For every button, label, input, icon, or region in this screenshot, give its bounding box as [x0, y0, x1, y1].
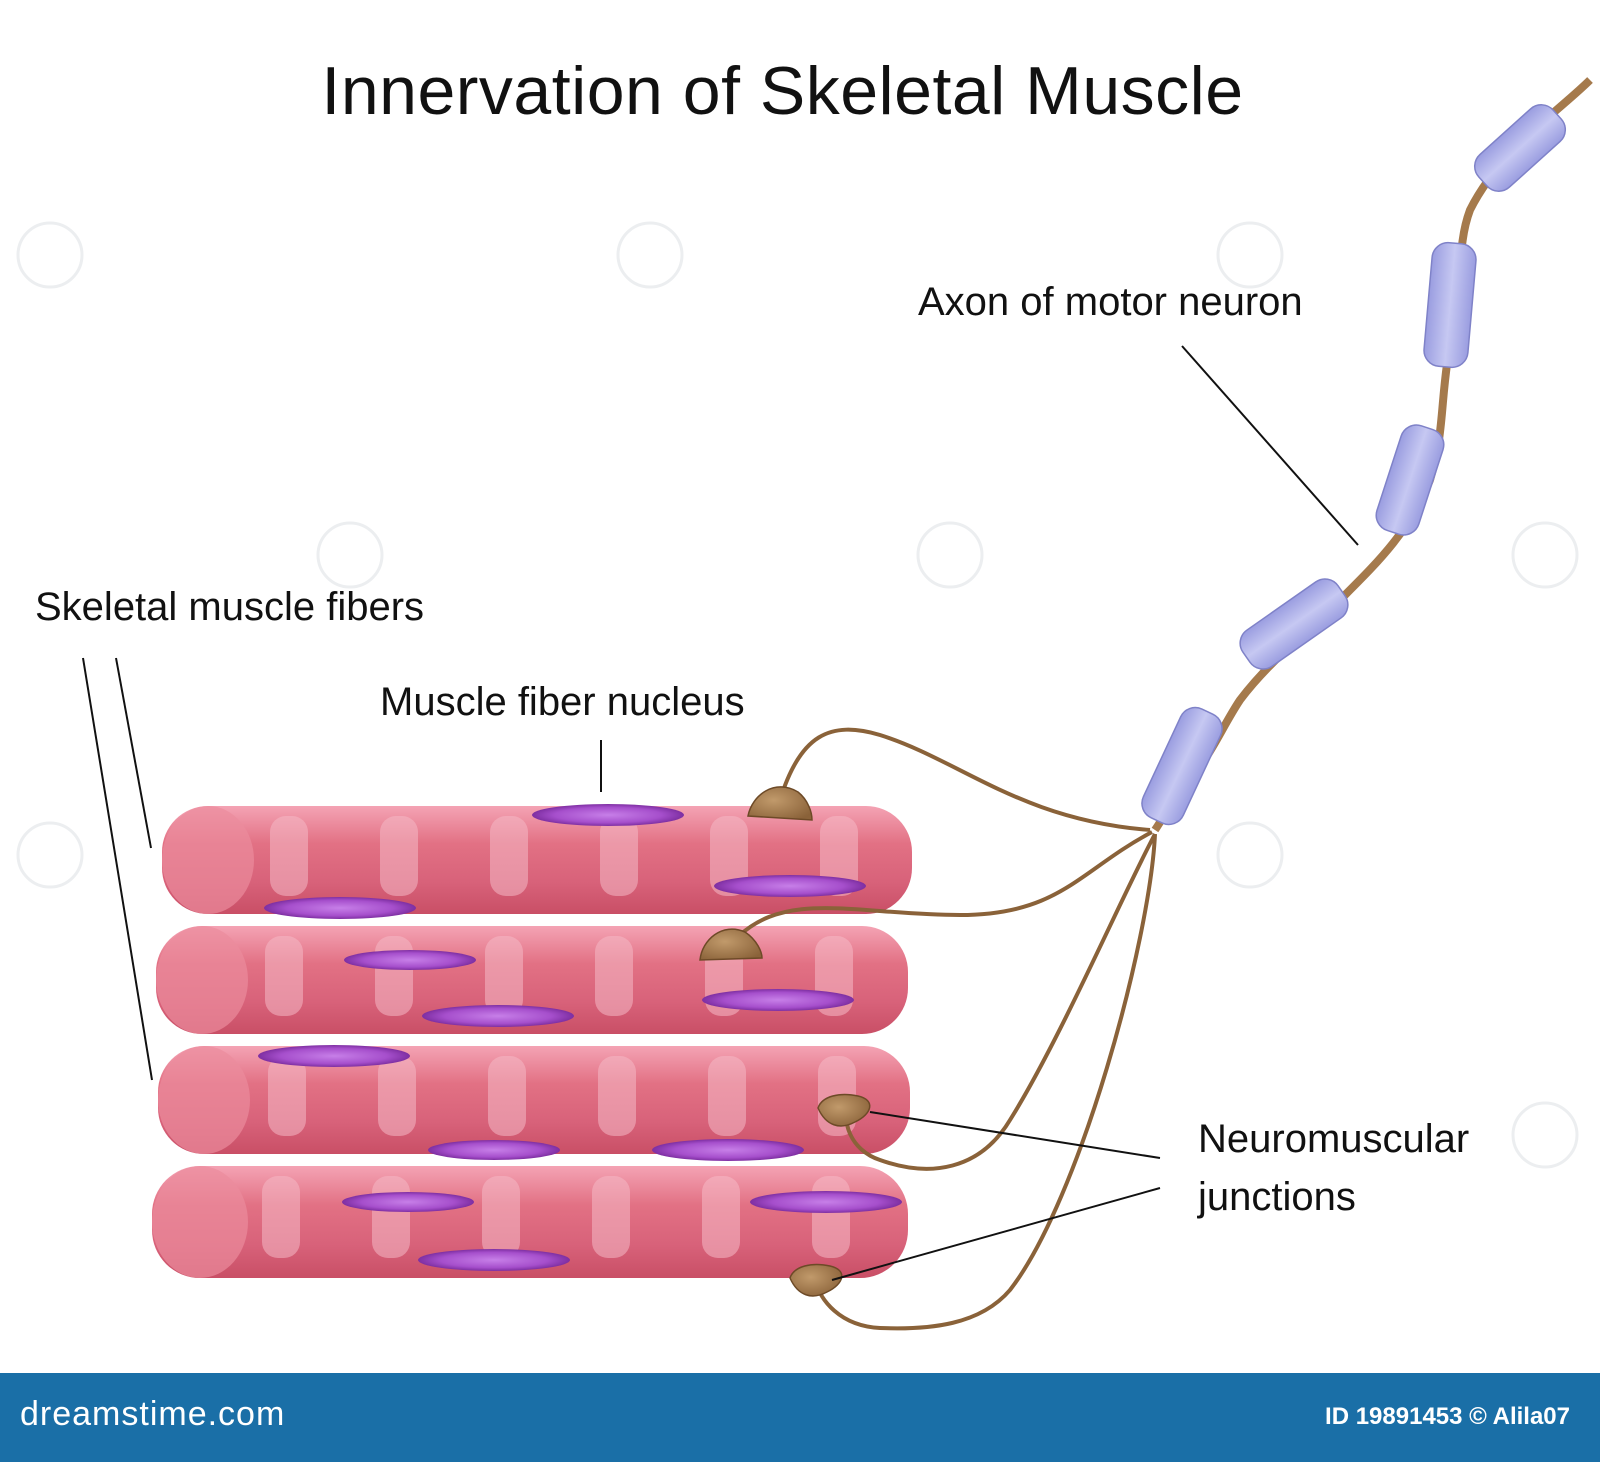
fiber-nuclei: [258, 804, 902, 1271]
myelin-sheath: [1375, 424, 1445, 536]
fiber-nucleus: [422, 1005, 574, 1027]
fiber-nucleus: [750, 1191, 902, 1213]
watermark-swirl-icon: [1511, 1101, 1579, 1169]
watermark-swirl-icon: [1511, 521, 1579, 589]
junction-terminal: [699, 928, 763, 961]
footer-image-id: ID 19891453 © Alila07: [1325, 1403, 1570, 1430]
fiber-nucleus: [344, 950, 476, 970]
muscle-fiber-4: [152, 1166, 908, 1278]
nmj-leader-line: [869, 1111, 1161, 1159]
fiber-nucleus: [714, 875, 866, 897]
diagram-illustration: [16, 77, 1593, 1331]
fiber-nucleus: [264, 897, 416, 919]
nmj-leader-line: [831, 1187, 1161, 1281]
fibers-leader-line: [82, 657, 153, 1081]
axon-leader-line: [1181, 345, 1359, 546]
myelin-sheath: [1239, 578, 1349, 670]
footer-brand: dreamstime.com: [20, 1395, 286, 1433]
watermark-marks: [16, 221, 1579, 1169]
label-muscle-fibers: Skeletal muscle fibers: [35, 585, 425, 629]
label-axon: Axon of motor neuron: [918, 280, 1303, 324]
label-nmj-line2: junctions: [1198, 1175, 1356, 1219]
leader-lines: [82, 345, 1359, 1281]
fiber-nucleus: [258, 1045, 410, 1067]
muscle-fiber-1: [162, 806, 912, 914]
fiber-nucleus: [342, 1192, 474, 1212]
fiber-nucleus: [702, 989, 854, 1011]
junction-terminal: [747, 786, 813, 821]
label-nmj-line1: Neuromuscular: [1198, 1117, 1470, 1161]
watermark-swirl-icon: [16, 821, 84, 889]
fiber-nucleus: [652, 1139, 804, 1161]
nerve-branches: [738, 727, 1157, 1331]
muscle-fiber-3: [158, 1046, 910, 1154]
fibers-leader-line: [115, 657, 152, 849]
watermark-swirl-icon: [316, 521, 384, 589]
watermark-swirl-icon: [1216, 221, 1284, 289]
watermark-swirl-icon: [1216, 821, 1284, 889]
neuromuscular-junctions: [699, 786, 871, 1297]
fiber-nucleus: [428, 1140, 560, 1160]
label-fiber-nucleus: Muscle fiber nucleus: [380, 680, 745, 724]
footer-bar: dreamstime.com ID 19891453 © Alila07: [0, 1373, 1600, 1462]
label-neuromuscular-junctions: Neuromuscular junctions: [1198, 1110, 1469, 1226]
watermark-swirl-icon: [916, 521, 984, 589]
fiber-nucleus: [418, 1249, 570, 1271]
watermark-swirl-icon: [16, 221, 84, 289]
myelin-sheath: [1423, 241, 1477, 369]
motor-axon: [1141, 77, 1593, 833]
watermark-swirl-icon: [616, 221, 684, 289]
diagram-title: Innervation of Skeletal Muscle: [321, 53, 1244, 129]
junction-terminal: [817, 1093, 871, 1127]
myelin-sheath: [1473, 104, 1567, 192]
fiber-nucleus: [532, 804, 684, 826]
myelin-sheath: [1141, 706, 1223, 826]
diagram-canvas: Innervation of Skeletal Muscle Axon of m…: [16, 53, 1593, 1331]
